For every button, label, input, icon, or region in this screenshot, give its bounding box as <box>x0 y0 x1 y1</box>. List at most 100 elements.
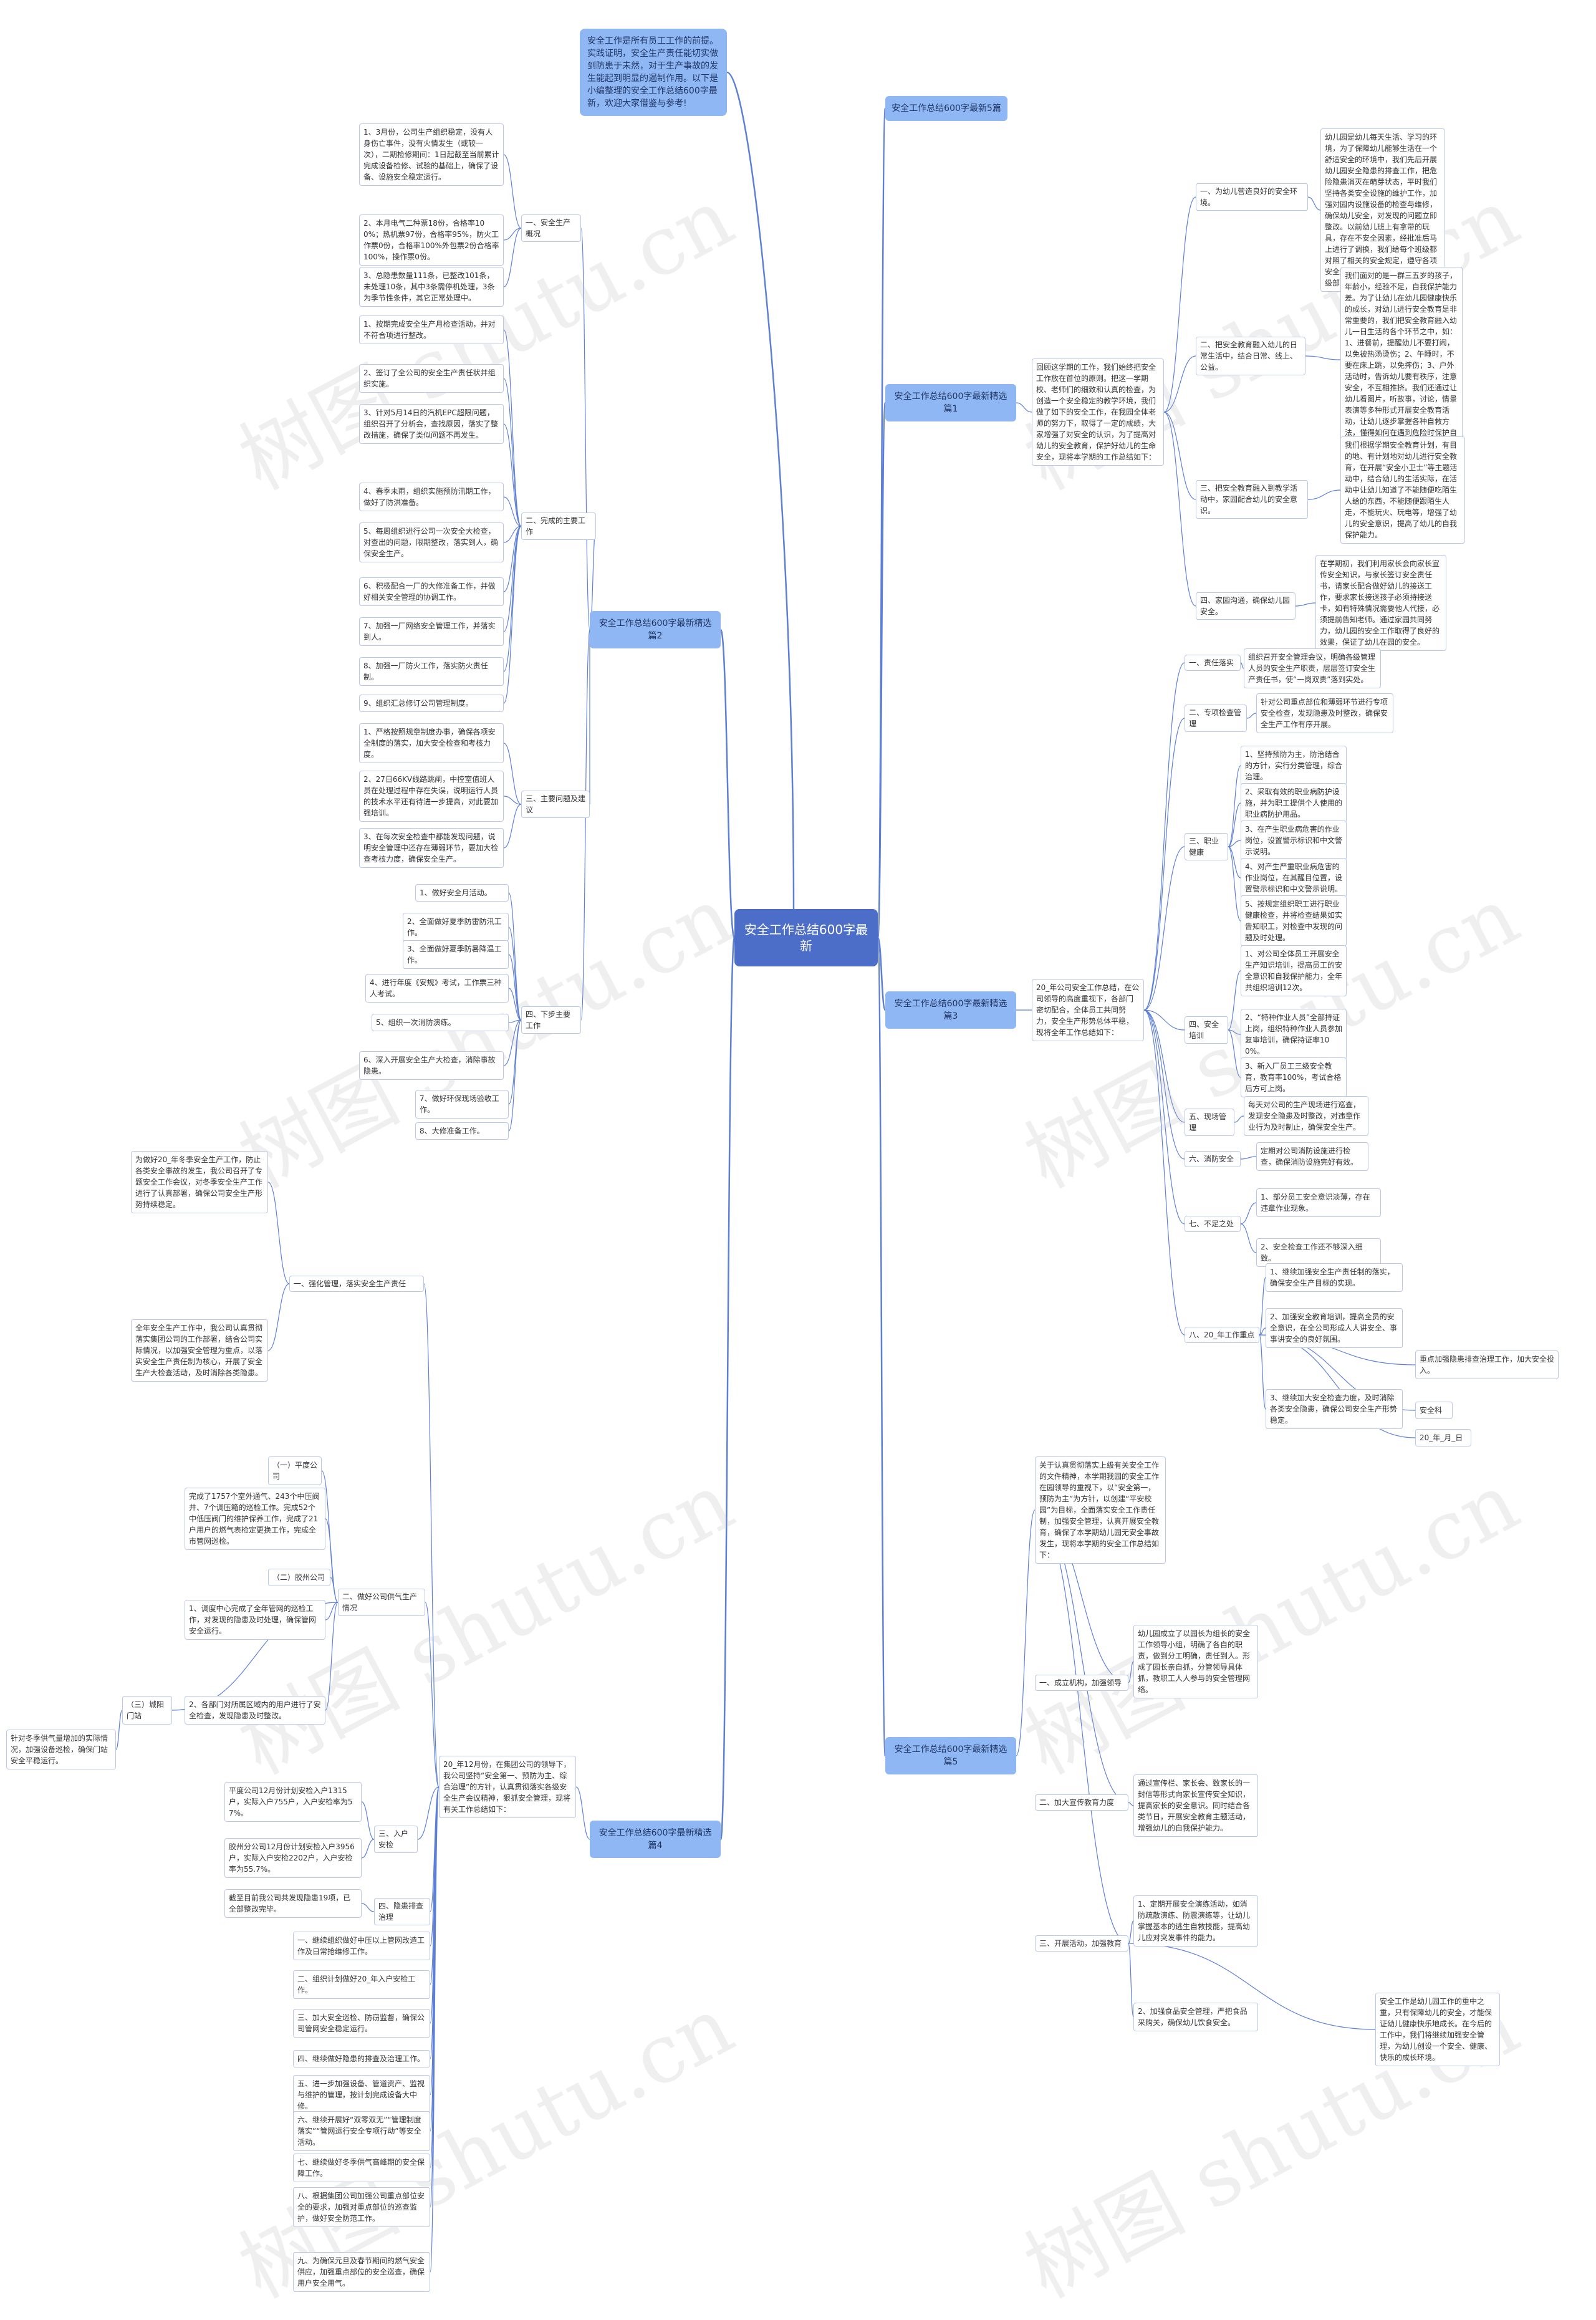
detail-note[interactable]: 1、调度中心完成了全年管网的巡检工作，对发现的隐患及时处理，确保管网安全运行。 <box>185 1600 325 1640</box>
detail-note[interactable]: 3、新入厂员工三级安全教育，教育率100%，考试合格后方可上岗。 <box>1241 1057 1347 1097</box>
detail-note[interactable]: 四、继续做好隐患的排查及治理工作。 <box>293 2050 430 2067</box>
detail-note[interactable]: 3、在产生职业病危害的作业岗位，设置警示标识和中文警示说明。 <box>1241 821 1347 860</box>
section-topic[interactable]: 三、职业健康 <box>1185 833 1228 860</box>
detail-note[interactable]: 3、总隐患数量111条，已整改101条，未处理10条，其中3条需停机处理，3条为… <box>359 267 504 307</box>
detail-note[interactable]: 1、部分员工安全意识淡薄，存在违章作业现象。 <box>1256 1188 1381 1217</box>
detail-note[interactable]: 定期对公司消防设施进行检查，确保消防设施完好有效。 <box>1256 1142 1368 1171</box>
detail-note[interactable]: （二）胶州公司 <box>268 1569 330 1586</box>
detail-note[interactable]: 组织召开安全管理会议，明确各级管理人员的安全生产职责，层层签订安全生产责任书，使… <box>1244 648 1381 688</box>
section-topic[interactable]: 四、安全培训 <box>1185 1016 1228 1044</box>
section-topic[interactable]: 四、家园沟通，确保幼儿园安全。 <box>1196 592 1296 620</box>
section-topic[interactable]: 二、把安全教育融入幼儿的日常生活中，结合日常、线上、公益。 <box>1196 337 1305 375</box>
section-topic[interactable]: 一、责任落实 <box>1185 655 1241 671</box>
detail-note[interactable]: 平度公司12月份计划安检入户1315户，实际入户755户，入户安检率为57%。 <box>224 1782 362 1822</box>
detail-note[interactable]: 3、针对5月14日的汽机EPC超限问题，组织召开了分析会，查找原因，落实了整改措… <box>359 404 504 444</box>
section-topic[interactable]: 八、20_年工作重点 <box>1185 1327 1259 1343</box>
detail-note[interactable]: 七、继续做好冬季供气高峰期的安全保障工作。 <box>293 2154 430 2182</box>
detail-note[interactable]: 2、本月电气二种票18份，合格率100%；热机票97份，合格率95%，防火工作票… <box>359 214 504 266</box>
detail-note[interactable]: 通过宣传栏、家长会、致家长的一封信等形式向家长宣传安全知识，提高家长的安全意识。… <box>1133 1774 1258 1837</box>
detail-note[interactable]: 4、对产生严重职业病危害的作业岗位，在其醒目位置，设置警示标识和中文警示说明。 <box>1241 858 1347 898</box>
detail-note[interactable]: 4、进行年度《安规》考试，工作票三种人考试。 <box>365 974 509 1003</box>
detail-note[interactable]: 7、做好环保现场验收工作。 <box>415 1090 509 1119</box>
section-topic[interactable]: 三、开展活动，加强教育 <box>1035 1935 1128 1952</box>
detail-note[interactable]: 六、继续开展好“双零双无”“管理制度落实”“管网运行安全专项行动”等安全活动。 <box>293 2111 430 2151</box>
detail-note[interactable]: 安全科 <box>1415 1402 1453 1419</box>
section-topic[interactable]: 三、把安全教育融入到教学活动中，家园配合幼儿的安全意识。 <box>1196 480 1308 519</box>
detail-note[interactable]: 6、积极配合一厂的大修准备工作，并做好相关安全管理的协调工作。 <box>359 577 504 606</box>
detail-note[interactable]: 二、组织计划做好20_年入户安检工作。 <box>293 1970 430 1999</box>
detail-note[interactable]: 三、加大安全巡检、防窃监督，确保公司管网安全稳定运行。 <box>293 2009 430 2038</box>
section-topic[interactable]: 二、做好公司供气生产情况 <box>338 1589 425 1616</box>
detail-note[interactable]: 九、为确保元旦及春节期间的燃气安全供应，加强重点部位的安全巡查，确保用户安全用气… <box>293 2252 430 2292</box>
section-topic[interactable]: 二、完成的主要工作 <box>521 513 596 540</box>
branch-topic[interactable]: 安全工作总结600字最新精选篇1 <box>885 384 1016 421</box>
detail-note[interactable]: 全年安全生产工作中，我公司认真贯彻落实集团公司的工作部署，结合公司实际情况，以加… <box>131 1319 268 1382</box>
detail-note[interactable]: 安全工作是幼儿园工作的重中之重，只有保障幼儿的安全，才能保证幼儿健康快乐地成长。… <box>1375 1993 1500 2066</box>
section-topic[interactable]: 一、成立机构，加强领导 <box>1035 1675 1128 1691</box>
branch-topic[interactable]: 安全工作总结600字最新5篇 <box>885 96 1007 121</box>
detail-note[interactable]: 截至目前我公司共发现隐患19项，已全部整改完毕。 <box>224 1889 362 1918</box>
detail-note[interactable]: 针对冬季供气量增加的实际情况，加强设备巡检，确保门站安全平稳运行。 <box>6 1730 116 1769</box>
detail-note[interactable]: 每天对公司的生产现场进行巡查，发现安全隐患及时整改，对违章作业行为及时制止，确保… <box>1244 1096 1368 1136</box>
detail-note[interactable]: 在学期初，我们利用家长会向家长宣传安全知识，与家长签订安全责任书，请家长配合做好… <box>1315 555 1446 651</box>
detail-note[interactable]: 2、各部门对所属区域内的用户进行了安全检查，发现隐患及时整改。 <box>185 1696 325 1725</box>
detail-note[interactable]: 20_年公司安全工作总结，在公司领导的高度重视下，各部门密切配合，全体员工共同努… <box>1032 979 1144 1041</box>
detail-note[interactable]: 2、加强安全教育培训，提高全员的安全意识，在全公司形成人人讲安全、事事讲安全的良… <box>1266 1308 1403 1348</box>
detail-note[interactable]: 关于认真贯彻落实上级有关安全工作的文件精神，本学期我园的安全工作在园领导的重视下… <box>1035 1456 1166 1564</box>
detail-note[interactable]: 2、全面做好夏季防雷防汛工作。 <box>403 913 509 941</box>
section-topic[interactable]: 四、隐患排查治理 <box>374 1898 430 1925</box>
section-topic[interactable]: 四、下步主要工作 <box>521 1006 581 1034</box>
detail-note[interactable]: 3、全面做好夏季防暑降温工作。 <box>403 940 509 969</box>
detail-note[interactable]: 针对公司重点部位和薄弱环节进行专项安全检查，发现隐患及时整改，确保安全生产工作有… <box>1256 693 1393 733</box>
root-topic[interactable]: 安全工作总结600字最新 <box>734 909 878 966</box>
section-topic[interactable]: 三、主要问题及建议 <box>521 791 590 818</box>
branch-topic[interactable]: 安全工作总结600字最新精选篇5 <box>885 1737 1016 1774</box>
branch-topic[interactable]: 安全工作总结600字最新精选篇3 <box>885 991 1016 1029</box>
detail-note[interactable]: 5、按规定组织职工进行职业健康检查，并将检查结果如实告知职工，对检查中发现的问题… <box>1241 895 1347 946</box>
detail-note[interactable]: 1、坚持预防为主，防治结合的方针，实行分类管理，综合治理。 <box>1241 746 1347 786</box>
detail-note[interactable]: 3、在每次安全检查中都能发现问题，说明安全管理中还存在薄弱环节，要加大检查考核力… <box>359 828 504 868</box>
section-topic[interactable]: 一、强化管理，落实安全生产责任 <box>289 1276 424 1292</box>
detail-note[interactable]: 2、采取有效的职业病防护设施，并为职工提供个人使用的职业病防护用品。 <box>1241 783 1347 823</box>
detail-note[interactable]: 1、严格按照规章制度办事，确保各项安全制度的落实，加大安全检查和考核力度。 <box>359 723 504 763</box>
detail-note[interactable]: 5、组织一次消防演练。 <box>372 1014 509 1031</box>
detail-note[interactable]: 2、27日66KV线路跳闸，中控室值班人员在处理过程中存在失误，说明运行人员的技… <box>359 771 504 822</box>
detail-note[interactable]: 幼儿园成立了以园长为组长的安全工作领导小组，明确了各自的职责，做到分工明确，责任… <box>1133 1625 1258 1698</box>
branch-topic[interactable]: 安全工作总结600字最新精选篇2 <box>590 611 721 648</box>
section-topic[interactable]: 六、消防安全 <box>1185 1151 1241 1167</box>
detail-note[interactable]: 一、继续组织做好中压以上管网改造工作及日常抢维修工作。 <box>293 1932 430 1960</box>
detail-note[interactable]: 为做好20_年冬季安全生产工作，防止各类安全事故的发生，我公司召开了专题安全工作… <box>131 1151 268 1213</box>
detail-note[interactable]: 1、继续加强安全生产责任制的落实，确保安全生产目标的实现。 <box>1266 1263 1403 1292</box>
detail-note[interactable]: 1、3月份，公司生产组织稳定，没有人身伤亡事件，没有火情发生（或较一次），二期检… <box>359 123 504 186</box>
section-topic[interactable]: 三、入户安检 <box>374 1826 418 1853</box>
detail-note[interactable]: 2、“特种作业人员”全部持证上岗，组织特种作业人员参加复审培训，确保持证率100… <box>1241 1009 1347 1060</box>
detail-note[interactable]: （一）平度公司 <box>268 1456 322 1485</box>
section-topic[interactable]: 五、现场管理 <box>1185 1109 1234 1136</box>
detail-note[interactable]: 完成了1757个室外通气、243个中压阀井、7个调压箱的巡检工作。完成52个中低… <box>185 1488 325 1550</box>
detail-note[interactable]: 4、春季未雨，组织实施预防汛期工作，做好了防洪准备。 <box>359 483 504 511</box>
detail-note[interactable]: 回顾这学期的工作，我们始终把安全工作放在首位的原则。把这一学期校、老师们的细致和… <box>1032 359 1164 466</box>
section-topic[interactable]: 二、专项检查管理 <box>1185 705 1247 732</box>
detail-note[interactable]: 我们根据学期安全教育计划，有目的地、有计划地对幼儿进行安全教育，在开展“安全小卫… <box>1340 436 1465 544</box>
detail-note[interactable]: 重点加强隐患排查治理工作，加大安全投入。 <box>1415 1350 1559 1379</box>
detail-note[interactable]: 3、继续加大安全检查力度，及时消除各类安全隐患，确保公司安全生产形势稳定。 <box>1266 1389 1403 1429</box>
detail-note[interactable]: 1、做好安全月活动。 <box>415 884 509 902</box>
section-topic[interactable]: 二、加大宣传教育力度 <box>1035 1794 1128 1811</box>
detail-note[interactable]: 五、进一步加强设备、管道资产、监视与维护的管理，按计划完成设备大中修。 <box>293 2075 430 2115</box>
detail-note[interactable]: 9、组织汇总修订公司管理制度。 <box>359 695 504 712</box>
detail-note[interactable]: 6、深入开展安全生产大检查，消除事故隐患。 <box>359 1051 504 1080</box>
detail-note[interactable]: 2、加强食品安全管理，严把食品采购关，确保幼儿饮食安全。 <box>1133 2003 1258 2031</box>
detail-note[interactable]: 20_年12月份，在集团公司的领导下，我公司坚持“安全第一、预防为主、综合治理”… <box>439 1756 576 1818</box>
detail-note[interactable]: 5、每周组织进行公司一次安全大检查，对查出的问题，限期整改，落实到人，确保安全生… <box>359 522 504 562</box>
detail-note[interactable]: 我们面对的是一群三五岁的孩子，年龄小，经验不足，自我保护能力差。为了让幼儿在幼儿… <box>1340 267 1463 453</box>
branch-topic[interactable]: 安全工作总结600字最新精选篇4 <box>590 1821 721 1858</box>
detail-note[interactable]: （三）城阳门站 <box>122 1696 172 1725</box>
section-topic[interactable]: 一、安全生产概况 <box>521 214 581 242</box>
detail-note[interactable]: 8、大修准备工作。 <box>415 1122 509 1140</box>
detail-note[interactable]: 1、对公司全体员工开展安全生产知识培训，提高员工的安全意识和自我保护能力，全年共… <box>1241 945 1347 996</box>
detail-note[interactable]: 2、签订了全公司的安全生产责任状并组织实施。 <box>359 364 504 393</box>
detail-note[interactable]: 20_年_月_日 <box>1415 1429 1471 1446</box>
detail-note[interactable]: 8、加强一厂防火工作，落实防火责任制。 <box>359 657 504 686</box>
section-topic[interactable]: 一、为幼儿营造良好的安全环境。 <box>1196 183 1308 211</box>
detail-note[interactable]: 7、加强一厂网络安全管理工作，并落实到人。 <box>359 617 504 646</box>
